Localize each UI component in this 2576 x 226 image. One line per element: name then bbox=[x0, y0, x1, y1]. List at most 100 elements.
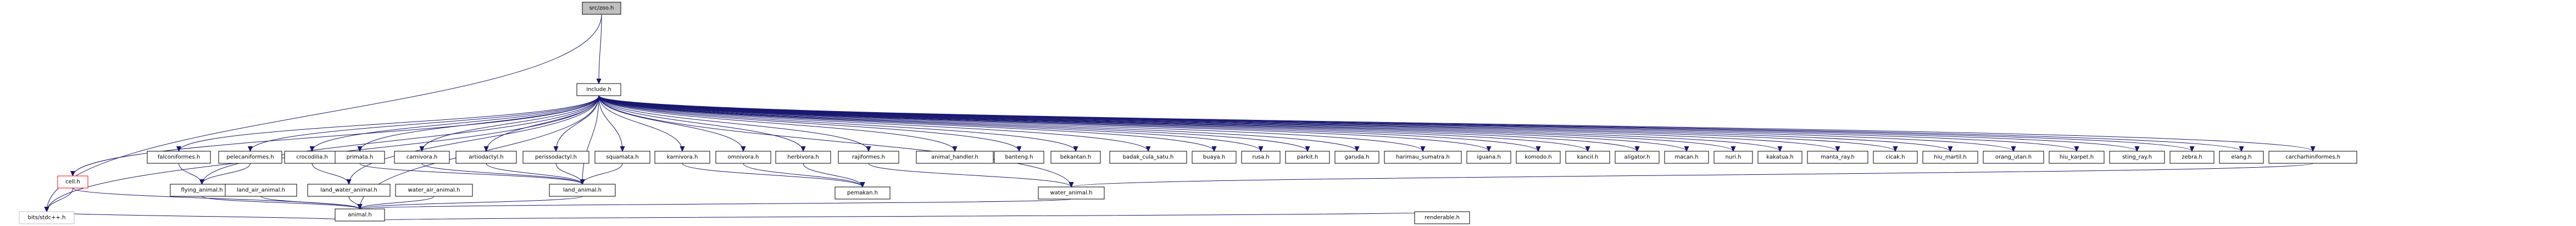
node-box bbox=[1664, 151, 1709, 164]
node-kancil[interactable]: kancil.h bbox=[1565, 151, 1610, 164]
node-label: parkit.h bbox=[1297, 155, 1318, 161]
edge-include-to-karnivora bbox=[598, 95, 682, 151]
node-label: nuri.h bbox=[1725, 155, 1741, 161]
node-box bbox=[1192, 151, 1237, 164]
edge-squamata-to-land-animal bbox=[582, 163, 623, 184]
node-bits-stdcpp[interactable]: bits/stdc++.h bbox=[19, 211, 75, 224]
edge-include-to-rusa bbox=[598, 95, 1261, 151]
node-label: buaya.h bbox=[1203, 155, 1225, 161]
edge-land-air-animal-to-animal bbox=[260, 196, 360, 209]
node-box bbox=[147, 151, 211, 164]
node-land-animal[interactable]: land_animal.h bbox=[549, 184, 616, 197]
edge-crocodilia-to-land-water-animal bbox=[311, 163, 349, 184]
node-box bbox=[218, 151, 282, 164]
edge-include-to-buaya bbox=[598, 95, 1214, 151]
node-aligator[interactable]: aligator.h bbox=[1615, 151, 1660, 164]
node-pemakan[interactable]: pemakan.h bbox=[834, 186, 891, 200]
node-land-air-animal[interactable]: land_air_animal.h bbox=[225, 184, 297, 197]
node-hiu-martil[interactable]: hiu_martil.h bbox=[1922, 151, 1978, 164]
node-orang-utan[interactable]: orang_utan.h bbox=[1983, 151, 2044, 164]
node-cicak[interactable]: cicak.h bbox=[1873, 151, 1918, 164]
node-manta-ray[interactable]: manta_ray.h bbox=[1807, 151, 1868, 164]
edge-omnivora-to-pemakan bbox=[743, 163, 863, 187]
node-primata[interactable]: primata.h bbox=[335, 151, 385, 164]
edge-include-to-badak-cula-satu bbox=[598, 95, 1148, 151]
node-label: karnivora.h bbox=[667, 155, 698, 161]
edge-include-to-carcharhiniformes bbox=[598, 95, 2313, 151]
node-iguana[interactable]: iguana.h bbox=[1466, 151, 1511, 164]
node-label: zebra.h bbox=[2182, 155, 2202, 161]
node-water-animal[interactable]: water_animal.h bbox=[1038, 186, 1105, 200]
node-carnivora[interactable]: carnivora.h bbox=[394, 151, 450, 164]
node-box bbox=[916, 151, 994, 164]
node-macan[interactable]: macan.h bbox=[1664, 151, 1709, 164]
edge-falconformes-to-flying-animal bbox=[179, 163, 202, 184]
edge-include-to-banteng bbox=[598, 95, 1019, 151]
node-omnivora[interactable]: omnivora.h bbox=[715, 151, 771, 164]
node-label: falconiformes.h bbox=[158, 155, 200, 161]
node-buaya[interactable]: buaya.h bbox=[1192, 151, 1237, 164]
node-kakatua[interactable]: kakatua.h bbox=[1757, 151, 1802, 164]
node-bekantan[interactable]: bekantan.h bbox=[1050, 151, 1101, 164]
edge-rajiformes-to-water-animal bbox=[868, 163, 1071, 187]
edges-layer bbox=[47, 14, 2313, 222]
node-box bbox=[2109, 151, 2165, 164]
node-flying-animal[interactable]: flying_animal.h bbox=[170, 184, 234, 197]
node-zebra[interactable]: zebra.h bbox=[2169, 151, 2215, 164]
node-garuda[interactable]: garuda.h bbox=[1334, 151, 1379, 164]
node-cell[interactable]: cell.h bbox=[57, 175, 88, 189]
node-nuri[interactable]: nuri.h bbox=[1713, 151, 1753, 164]
node-box bbox=[549, 184, 616, 197]
node-harimau-sumatra[interactable]: harimau_sumatra.h bbox=[1384, 151, 1462, 164]
node-land-water-animal[interactable]: land_water_animal.h bbox=[307, 184, 391, 197]
node-carcharhiniformes[interactable]: carcharhiniformes.h bbox=[2268, 151, 2357, 164]
node-rusa[interactable]: rusa.h bbox=[1241, 151, 1281, 164]
node-box bbox=[1615, 151, 1660, 164]
node-box bbox=[838, 151, 899, 164]
node-box bbox=[594, 151, 650, 164]
node-hiu-karpet[interactable]: hiu_karpet.h bbox=[2049, 151, 2105, 164]
node-animal[interactable]: animal.h bbox=[335, 208, 385, 222]
node-label: omnivora.h bbox=[728, 155, 759, 161]
node-label: pemakan.h bbox=[847, 190, 878, 196]
node-komodo[interactable]: komodo.h bbox=[1516, 151, 1561, 164]
node-herbivora[interactable]: herbivora.h bbox=[775, 151, 831, 164]
node-crocodilia[interactable]: crocodilia.h bbox=[284, 151, 340, 164]
node-banteng[interactable]: banteng.h bbox=[994, 151, 1044, 164]
node-box bbox=[1713, 151, 1753, 164]
node-badak-cula-satu[interactable]: badak_cula_satu.h bbox=[1109, 151, 1187, 164]
node-perissodactyl[interactable]: perissodactyl.h bbox=[522, 151, 589, 164]
edge-include-to-rajiformes bbox=[598, 95, 869, 151]
nodes-layer: src/zoo.h include.h falconiformes.h pelecan… bbox=[19, 2, 2357, 224]
node-sting-ray[interactable]: sting_ray.h bbox=[2109, 151, 2165, 164]
node-label: hiu_karpet.h bbox=[2060, 155, 2094, 161]
node-box bbox=[1384, 151, 1462, 164]
edge-include-to-kakatua bbox=[598, 95, 1780, 151]
node-pelecaniformes[interactable]: pelecaniformes.h bbox=[218, 151, 282, 164]
node-src-zoo[interactable]: src/zoo.h bbox=[582, 2, 621, 15]
node-box bbox=[1516, 151, 1561, 164]
node-elang[interactable]: elang.h bbox=[2219, 151, 2264, 164]
node-box bbox=[1873, 151, 1918, 164]
node-artiodactyl[interactable]: artiodactyl.h bbox=[455, 151, 517, 164]
node-box bbox=[576, 83, 621, 96]
edge-include-to-omnivora bbox=[598, 95, 743, 151]
edge-include-to-squamata bbox=[598, 95, 622, 151]
node-box bbox=[654, 151, 710, 164]
node-box bbox=[994, 151, 1044, 164]
node-parkit[interactable]: parkit.h bbox=[1285, 151, 1330, 164]
node-renderable[interactable]: renderable.h bbox=[1414, 211, 1470, 224]
node-animal-handler[interactable]: animal_handler.h bbox=[916, 151, 994, 164]
node-label: animal.h bbox=[348, 212, 371, 218]
node-squamata[interactable]: squamata.h bbox=[594, 151, 650, 164]
edge-include-to-parkit bbox=[598, 95, 1308, 151]
node-karnivora[interactable]: karnivora.h bbox=[654, 151, 710, 164]
node-box bbox=[775, 151, 831, 164]
node-box bbox=[1285, 151, 1330, 164]
node-label: crocodilia.h bbox=[296, 155, 327, 161]
edge-karnivora-to-pemakan bbox=[682, 163, 863, 187]
node-falconformes[interactable]: falconiformes.h bbox=[147, 151, 211, 164]
node-rajiformes[interactable]: rajiformes.h bbox=[838, 151, 899, 164]
node-include[interactable]: include.h bbox=[576, 83, 621, 96]
node-water-air-animal[interactable]: water_air_animal.h bbox=[395, 184, 473, 197]
